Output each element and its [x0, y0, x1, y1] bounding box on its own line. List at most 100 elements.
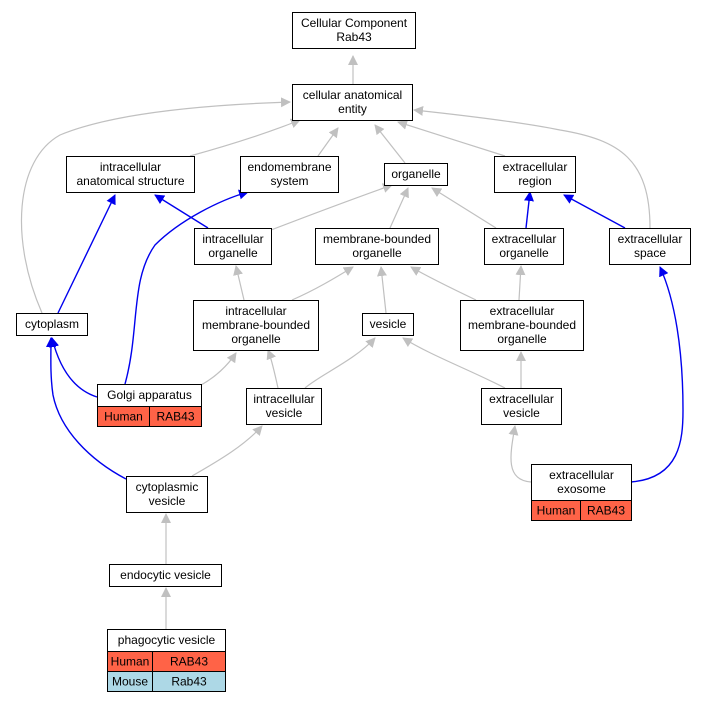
node-label-extracellular-organelle: organelle [499, 246, 549, 260]
node-box-intracellular-vesicle [246, 388, 322, 425]
node-label-endomembrane-system: endomembrane [247, 160, 331, 174]
annotation-gene-label: RAB43 [587, 504, 625, 518]
node-endocytic-vesicle[interactable]: endocytic vesicle [109, 564, 222, 587]
node-label-extracellular-region: region [518, 174, 551, 188]
edge-extracellular-exosome-to-extracellular-space [630, 266, 684, 483]
node-label-extracellular-mb-organelle: membrane-bounded [468, 318, 576, 332]
annotation-species-label: Human [537, 504, 576, 518]
node-vesicle[interactable]: vesicle [362, 313, 414, 336]
edge-golgi-apparatus-to-intracellular-mb-organelle [198, 352, 237, 387]
annotation-gene-label: RAB43 [156, 410, 194, 424]
edge-extracellular-organelle-to-organelle [431, 187, 497, 229]
node-label-cellular-anatomical-entity: cellular anatomical [303, 88, 402, 102]
node-organelle[interactable]: organelle [384, 163, 448, 186]
edge-extracellular-space-to-extracellular-region [563, 194, 626, 229]
node-label-intracellular-organelle: organelle [208, 246, 258, 260]
edge-cytoplasm-to-intracellular-anatomical-structure [57, 194, 116, 314]
node-cytoplasm[interactable]: cytoplasm [16, 313, 88, 336]
edge-extracellular-exosome-to-extracellular-vesicle [508, 425, 532, 483]
edge-extracellular-organelle-to-extracellular-region [524, 191, 534, 229]
node-label-extracellular-region: extracellular [503, 160, 568, 174]
node-label-intracellular-vesicle: intracellular [253, 392, 314, 406]
node-label-intracellular-vesicle: vesicle [266, 406, 303, 420]
edge-intracellular-organelle-to-intracellular-anatomical-structure [154, 194, 209, 229]
edge-extracellular-mb-organelle-to-membrane-bounded-organelle [410, 266, 477, 301]
edge-vesicle-to-membrane-bounded-organelle [377, 266, 387, 314]
node-box-extracellular-region [494, 156, 576, 193]
annotation-species-label: Human [104, 410, 143, 424]
node-box-extracellular-organelle [484, 228, 564, 265]
node-box-vesicle [362, 313, 414, 336]
node-label-intracellular-mb-organelle: organelle [231, 332, 281, 346]
edge-cytoplasmic-vesicle-to-intracellular-vesicle [191, 425, 263, 477]
node-label-extracellular-mb-organelle: organelle [497, 332, 547, 346]
node-label-extracellular-space: space [634, 246, 666, 260]
node-label-extracellular-vesicle: vesicle [503, 406, 540, 420]
edge-intracellular-anatomical-structure-to-cellular-anatomical-entity [189, 118, 301, 157]
edge-intracellular-mb-organelle-to-intracellular-organelle [233, 265, 245, 301]
annotation-cell-gene [149, 406, 202, 427]
node-label-golgi-apparatus: Golgi apparatus [107, 388, 192, 402]
node-box-extracellular-mb-organelle [460, 300, 584, 351]
node-label-intracellular-organelle: intracellular [202, 232, 263, 246]
edge-cytoplasm-to-cellular-anatomical-entity [20, 97, 291, 314]
node-label-cytoplasmic-vesicle: vesicle [149, 494, 186, 508]
node-box-extracellular-space [609, 228, 691, 265]
edge-extracellular-space-to-cellular-anatomical-entity [413, 105, 651, 229]
annotation-cell-gene [580, 500, 632, 521]
annotation-cell-gene [152, 671, 226, 692]
node-box-cc-root [292, 12, 416, 49]
node-label-intracellular-anatomical-structure: intracellular [100, 160, 161, 174]
edge-intracellular-vesicle-to-vesicle [304, 337, 376, 389]
node-label-extracellular-organelle: extracellular [492, 232, 557, 246]
annotation-species-label: Mouse [112, 675, 148, 689]
node-label-intracellular-mb-organelle: membrane-bounded [202, 318, 310, 332]
edge-intracellular-mb-organelle-to-membrane-bounded-organelle [291, 266, 354, 301]
annotation-species-label: Human [111, 655, 150, 669]
edge-extracellular-vesicle-to-vesicle [402, 337, 506, 389]
node-box-intracellular-organelle [194, 228, 272, 265]
node-label-extracellular-exosome: exosome [557, 482, 606, 496]
node-box-intracellular-mb-organelle [193, 300, 319, 351]
node-label-extracellular-space: extracellular [618, 232, 683, 246]
node-box-cytoplasm [16, 313, 88, 336]
annotation-gene-label: RAB43 [170, 655, 208, 669]
edge-extracellular-region-to-cellular-anatomical-entity [397, 119, 506, 157]
node-box-cellular-anatomical-entity [292, 84, 413, 121]
node-box-extracellular-exosome [531, 464, 632, 501]
node-label-cc-root: Cellular Component [301, 16, 408, 30]
node-label-endocytic-vesicle: endocytic vesicle [120, 568, 211, 582]
node-box-cytoplasmic-vesicle [126, 476, 208, 513]
node-label-phagocytic-vesicle: phagocytic vesicle [118, 633, 216, 647]
node-label-membrane-bounded-organelle: organelle [352, 246, 402, 260]
node-label-cellular-anatomical-entity: entity [338, 102, 367, 116]
node-label-extracellular-exosome: extracellular [549, 468, 614, 482]
node-label-cc-root: Rab43 [336, 30, 372, 44]
node-box-endocytic-vesicle [109, 564, 222, 587]
node-box-membrane-bounded-organelle [315, 228, 439, 265]
node-label-cytoplasm: cytoplasm [25, 317, 79, 331]
edge-extracellular-mb-organelle-to-extracellular-organelle [515, 265, 526, 301]
edge-endomembrane-system-to-cellular-anatomical-entity [317, 127, 339, 157]
edge-membrane-bounded-organelle-to-organelle [389, 187, 409, 229]
node-label-extracellular-vesicle: extracellular [489, 392, 554, 406]
annotation-gene-label: Rab43 [171, 675, 207, 689]
